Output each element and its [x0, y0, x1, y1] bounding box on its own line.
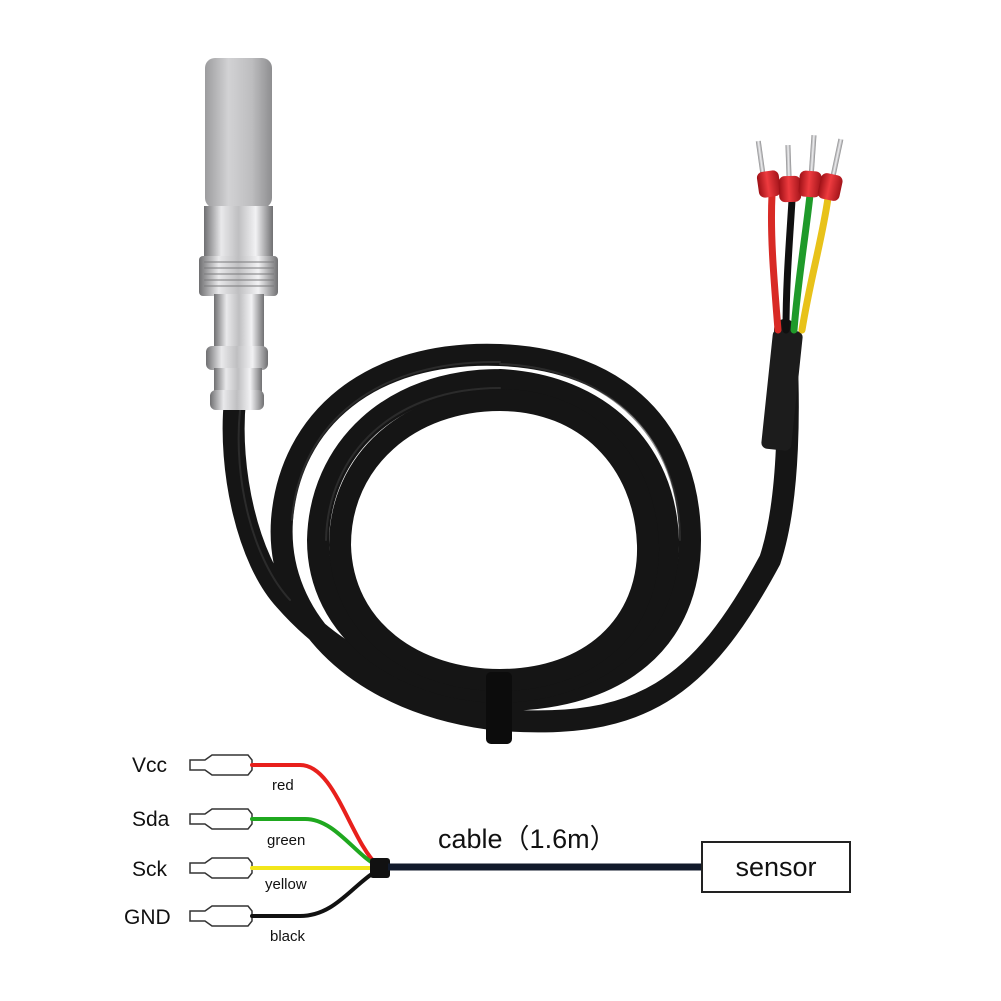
wire-black [250, 868, 380, 918]
color-label-black: black [270, 928, 306, 945]
pin-label-sck: Sck [132, 858, 168, 881]
pin-label-vcc: Vcc [132, 754, 167, 777]
sensor-box [701, 841, 851, 893]
color-label-yellow: yellow [265, 876, 307, 893]
coiled-cable [222, 319, 803, 744]
color-label-green: green [267, 832, 305, 849]
pin-label-gnd: GND [124, 906, 171, 929]
color-label-red: red [272, 777, 294, 794]
wire-red [250, 763, 380, 868]
wiring-diagram: Vcc Sda Sck GND red green yellow black c… [124, 754, 851, 945]
pin-connector-icons [189, 754, 253, 927]
crimp-ferrules [755, 134, 844, 203]
sensor-probe [199, 58, 278, 410]
sensor-label: sensor [735, 852, 816, 882]
cable-junction [370, 858, 390, 878]
cable-length-label: cable（1.6m） [438, 824, 617, 854]
loose-wires [767, 191, 832, 334]
pin-label-sda: Sda [132, 808, 170, 831]
